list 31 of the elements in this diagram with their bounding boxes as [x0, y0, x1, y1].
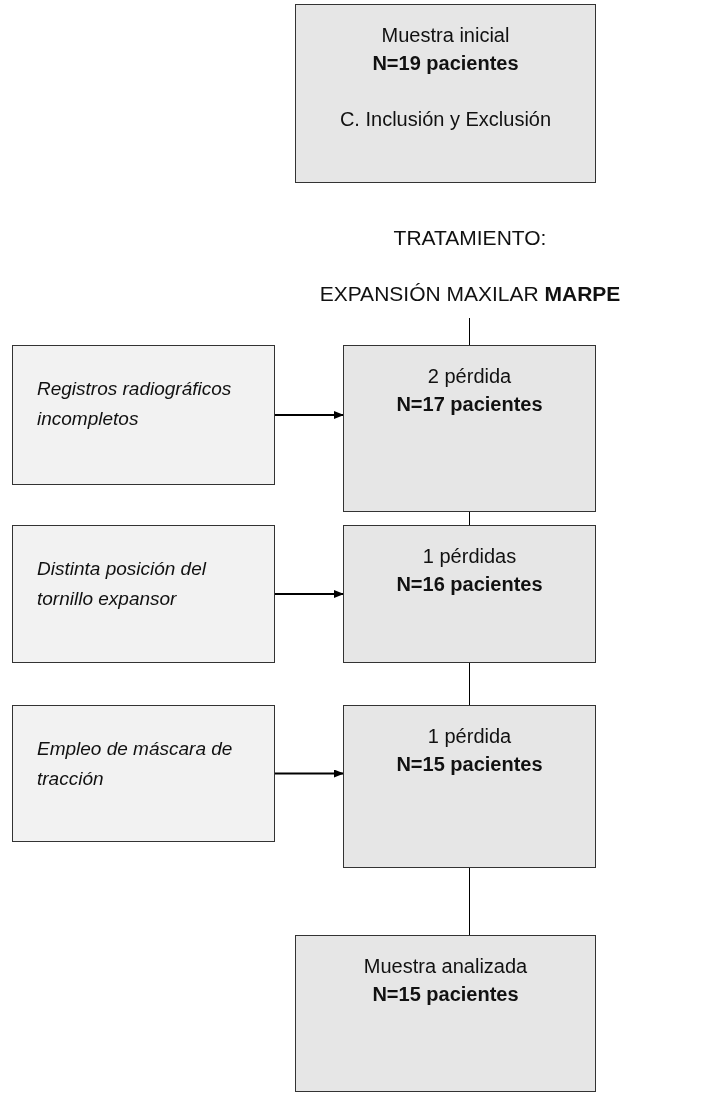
patient-count: N=15 pacientes — [372, 982, 519, 1007]
exclusion-box — [12, 705, 275, 842]
exclusion-reason: Empleo de máscara de tracción — [37, 737, 234, 791]
arrow — [274, 769, 344, 778]
arrow — [274, 411, 344, 419]
process-box — [295, 935, 596, 1092]
patient-count: N=16 pacientes — [396, 572, 543, 597]
connector-line — [469, 867, 470, 936]
patient-count: N=15 pacientes — [396, 752, 543, 777]
box-text: 1 pérdidas — [422, 544, 517, 569]
patient-count: N=17 pacientes — [396, 392, 543, 417]
process-box — [295, 4, 596, 183]
connector-line — [469, 317, 470, 346]
process-box — [343, 345, 596, 512]
process-box — [343, 525, 596, 663]
box-text: Muestra analizada — [363, 954, 528, 979]
connector-line — [469, 511, 470, 526]
arrow — [274, 590, 344, 598]
exclusion-reason: Distinta posición del tornillo expansor — [37, 557, 208, 611]
patient-count: N=19 pacientes — [372, 51, 519, 76]
exclusion-box — [12, 345, 275, 485]
exclusion-reason: Registros radiográficos incompletos — [37, 377, 233, 431]
treatment-label: EXPANSIÓN MAXILAR MARPE — [319, 280, 621, 307]
box-text: C. Inclusión y Exclusión — [339, 107, 552, 132]
treatment-label: TRATAMIENTO: — [393, 225, 547, 251]
box-text: Muestra inicial — [381, 23, 510, 48]
process-box — [343, 705, 596, 868]
exclusion-box — [12, 525, 275, 663]
box-text: 1 pérdida — [427, 724, 512, 749]
connector-line — [469, 662, 470, 706]
box-text: 2 pérdida — [427, 364, 512, 389]
